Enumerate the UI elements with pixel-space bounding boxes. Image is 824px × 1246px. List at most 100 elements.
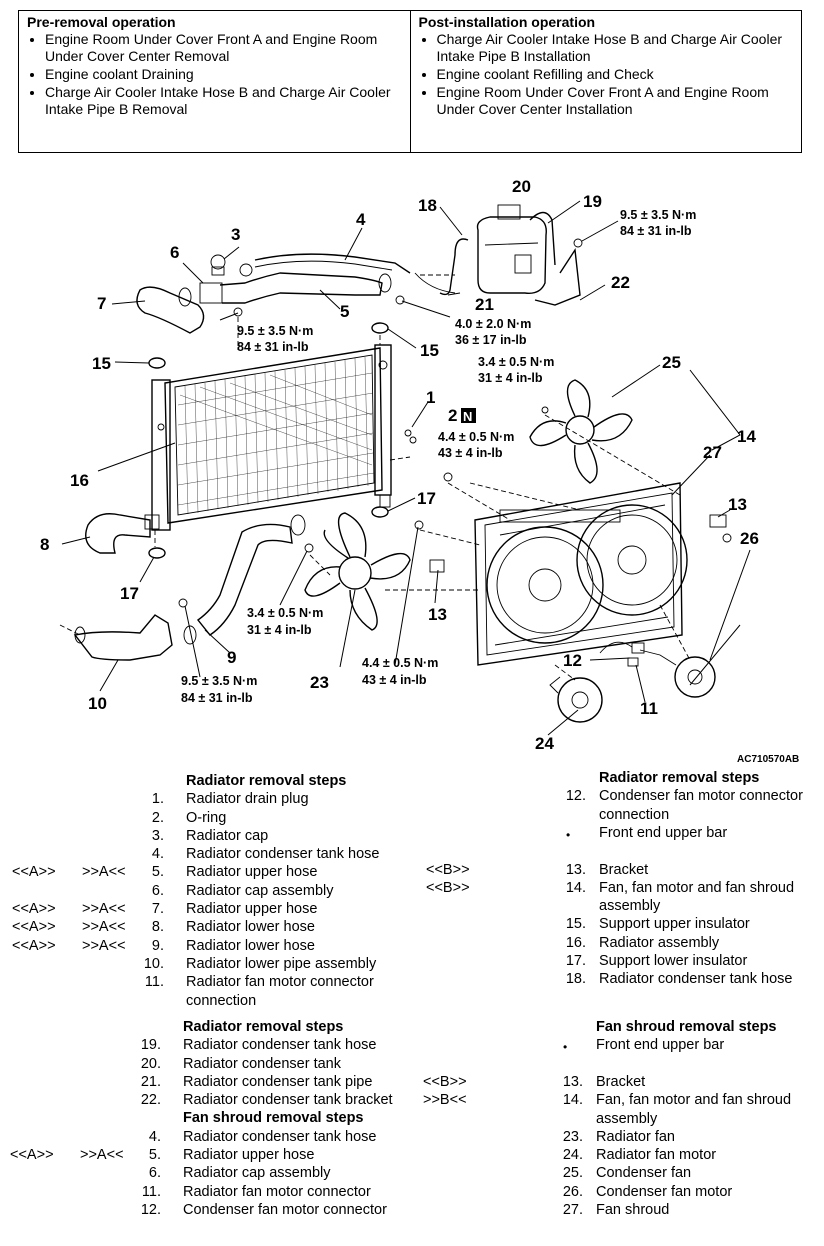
- installation-mark: >>B<<: [423, 1092, 467, 1109]
- callout-21: 21: [475, 295, 494, 314]
- step-text: Radiator condenser tank: [183, 1055, 341, 1072]
- step-text: Radiator condenser tank hose: [183, 1128, 377, 1145]
- step-number: 25.: [562, 1165, 583, 1182]
- installation-mark: >>A<<: [82, 919, 126, 936]
- step-row: 17. Support lower insulator: [420, 952, 824, 970]
- step-number: 21.: [140, 1073, 161, 1090]
- step-number: 20.: [140, 1055, 161, 1072]
- step-text: O-ring: [186, 809, 227, 826]
- torque-spec: 4.4 ± 0.5 N·m: [438, 430, 514, 444]
- step-row: 24. Radiator fan motor: [420, 1146, 824, 1164]
- step-text: Condenser fan motor connector connection: [599, 788, 803, 823]
- section-heading-row: Radiator removal steps: [0, 1018, 420, 1036]
- callout-16: 16: [70, 471, 89, 490]
- step-number: 13.: [562, 1073, 583, 1090]
- step-number: 15.: [565, 916, 586, 933]
- callout-18: 18: [418, 196, 437, 215]
- callout-22: 22: [611, 273, 630, 292]
- step-text: Bracket: [596, 1073, 646, 1090]
- n-mark: N: [463, 409, 472, 424]
- torque-spec: 4.0 ± 2.0 N·m: [455, 317, 531, 331]
- callout-labels: 3 4 6 7 5 15 15 1 2 N 16 17 8 17 9 10 13…: [40, 177, 759, 753]
- callout-27: 27: [703, 443, 722, 462]
- torque-spec: 36 ± 17 in-lb: [455, 333, 527, 347]
- bullet-marker: •: [563, 1040, 568, 1055]
- step-number: 6.: [151, 882, 164, 899]
- step-number: 4.: [151, 846, 164, 863]
- callout-19: 19: [583, 192, 602, 211]
- step-text: Radiator condenser tank hose: [183, 1037, 377, 1054]
- callout-14: 14: [737, 427, 756, 446]
- lower-hoses-drawing: [73, 513, 306, 661]
- step-row: 18. Radiator condenser tank hose: [420, 970, 824, 988]
- step-text: Radiator lower pipe assembly: [186, 955, 377, 972]
- step-row: 4. Radiator condenser tank hose: [0, 845, 420, 863]
- step-row: 10. Radiator lower pipe assembly: [0, 955, 420, 973]
- removal-mark: <<A>>: [12, 901, 56, 918]
- pre-removal-item: Charge Air Cooler Intake Hose B and Char…: [45, 84, 402, 118]
- post-installation-item: Engine Room Under Cover Front A and Engi…: [437, 84, 794, 118]
- step-text: Bracket: [599, 861, 649, 878]
- step-row: <<B>> 13. Bracket: [420, 861, 824, 879]
- step-text: Radiator fan: [596, 1128, 675, 1145]
- step-number: 23.: [562, 1128, 583, 1145]
- step-text: Radiator fan motor: [596, 1147, 717, 1164]
- torque-spec: 43 ± 4 in-lb: [362, 673, 427, 687]
- step-row: 26. Condenser fan motor: [420, 1183, 824, 1201]
- figure-code: AC710570AB: [737, 754, 799, 765]
- step-text: Fan, fan motor and fan shroud assembly: [596, 1092, 792, 1127]
- callout-23: 23: [310, 673, 329, 692]
- step-number: 18.: [565, 971, 586, 988]
- step-text: Fan shroud: [596, 1201, 670, 1218]
- step-number: 24.: [562, 1147, 583, 1164]
- section-heading: Fan shroud removal steps: [596, 1019, 777, 1035]
- step-number: 12.: [565, 788, 586, 805]
- removal-mark: <<B>>: [426, 861, 470, 878]
- step-row: 16. Radiator assembly: [420, 934, 824, 952]
- installation-mark: >>A<<: [80, 1147, 124, 1164]
- step-number: 6.: [148, 1165, 161, 1182]
- step-row: <<A>> >>A<< 5. Radiator upper hose: [0, 1146, 420, 1164]
- torque-spec: 4.4 ± 0.5 N·m: [362, 656, 438, 670]
- pre-removal-list: Engine Room Under Cover Front A and Engi…: [27, 31, 402, 118]
- callout-17: 17: [417, 489, 436, 508]
- bullet-marker: •: [566, 827, 571, 842]
- step-row: • Front end upper bar: [420, 1036, 824, 1054]
- pre-removal-column: Pre-removal operation Engine Room Under …: [19, 11, 410, 152]
- step-text: Radiator fan motor connector: [183, 1183, 371, 1200]
- callout-10: 10: [88, 694, 107, 713]
- section-heading: Radiator removal steps: [186, 773, 347, 789]
- step-number: 22.: [140, 1092, 161, 1109]
- callout-8: 8: [40, 535, 49, 554]
- step-row: 3. Radiator cap: [0, 827, 420, 845]
- step-row: 12. Condenser fan motor connector connec…: [420, 787, 824, 824]
- step-row: 12. Condenser fan motor connector: [0, 1201, 420, 1219]
- step-number: 4.: [148, 1128, 161, 1145]
- step-text: Radiator lower hose: [186, 919, 315, 936]
- step-text: Radiator upper hose: [186, 901, 318, 918]
- step-number: 9.: [151, 937, 164, 954]
- n-mark-box: [461, 408, 476, 423]
- torque-spec: 84 ± 31 in-lb: [237, 340, 309, 354]
- step-number: 17.: [565, 952, 586, 969]
- torque-spec: 9.5 ± 3.5 N·m: [237, 324, 313, 338]
- callout-7: 7: [97, 294, 106, 313]
- step-text: Support upper insulator: [599, 916, 750, 933]
- callout-9: 9: [227, 648, 236, 667]
- right-steps-section-2: Fan shroud removal steps • Front end upp…: [420, 1018, 824, 1219]
- step-text: Radiator cap assembly: [183, 1165, 331, 1182]
- removal-mark: <<B>>: [423, 1073, 467, 1090]
- pre-removal-item: Engine coolant Draining: [45, 66, 402, 83]
- step-number: 14.: [565, 879, 586, 896]
- installation-mark: >>A<<: [82, 864, 126, 881]
- step-row: 21. Radiator condenser tank pipe: [0, 1073, 420, 1091]
- torque-spec: 3.4 ± 0.5 N·m: [478, 355, 554, 369]
- step-text: Radiator drain plug: [186, 791, 309, 808]
- radiator-fan-drawing: [304, 512, 411, 631]
- step-row: <<B>> 14. Fan, fan motor and fan shroud …: [420, 879, 824, 916]
- radiator-assembly-drawing: [144, 344, 392, 531]
- section-heading: Radiator removal steps: [183, 1019, 344, 1035]
- step-row: <<A>> >>A<< 8. Radiator lower hose: [0, 918, 420, 936]
- step-text: Support lower insulator: [599, 952, 748, 969]
- step-text: Radiator condenser tank hose: [599, 971, 793, 988]
